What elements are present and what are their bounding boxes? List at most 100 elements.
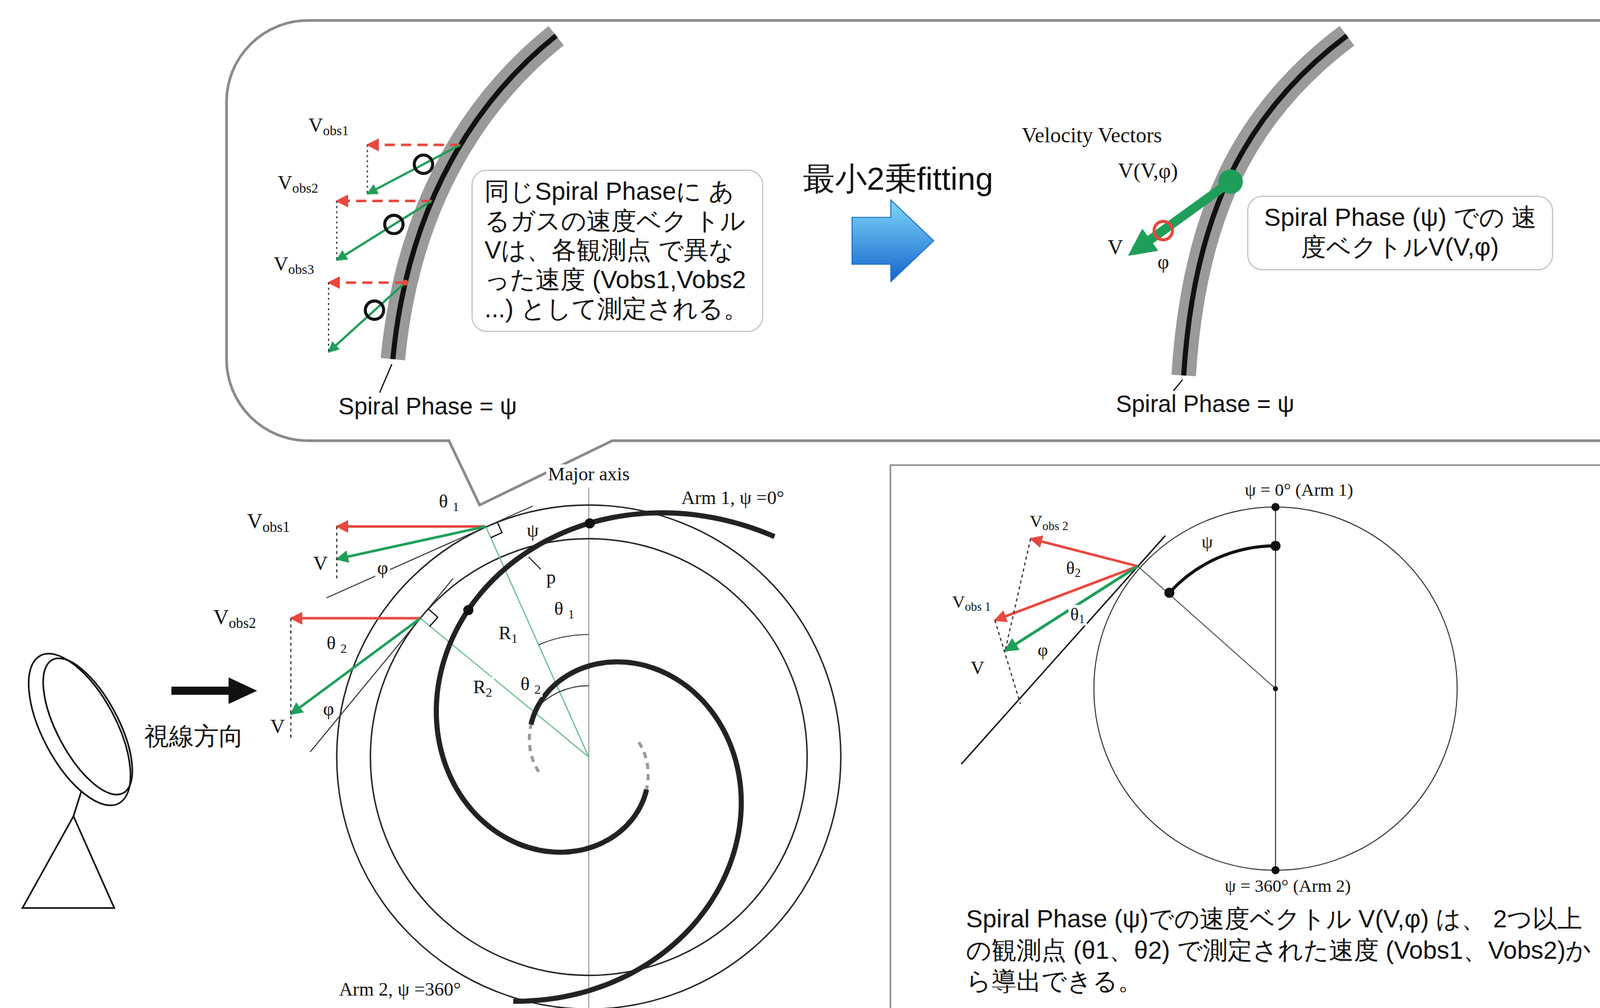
diagram-label: Vobs3: [271, 253, 316, 277]
observed-vectors: [384, 215, 404, 234]
observed-vectors: [336, 201, 338, 261]
diagram-label: V: [969, 658, 987, 679]
note-box: 同じSpiral Phaseに あるガスの速度ベク トルVは、各観測点 で異なっ…: [471, 169, 764, 333]
diagram-label: V: [1106, 236, 1125, 260]
galaxy-geometry: [310, 578, 454, 753]
galaxy-geometry: [336, 526, 338, 580]
phase-circle: [1273, 686, 1279, 692]
diagram-label: θ2: [1064, 558, 1083, 580]
diagram-label: 最小2乗fitting: [801, 161, 996, 196]
observed-vectors: [336, 201, 432, 261]
spiral-arms: [436, 512, 775, 1002]
note-text: Spiral Phase (ψ) での 速度ベクトルV(V,φ): [1260, 202, 1541, 262]
galaxy-geometry: [290, 618, 421, 715]
phase-circle: [961, 502, 1458, 875]
note-text: 同じSpiral Phaseに あるガスの速度ベク トルVは、各観測点 で異なっ…: [484, 176, 751, 324]
radio-telescope: [22, 816, 115, 909]
subscript: 2: [1074, 566, 1081, 580]
illustration: [7, 20, 1600, 1008]
diagram-label: ψ = 360° (Arm 2): [1222, 876, 1353, 896]
diagram-label: Vobs2: [275, 171, 320, 196]
galaxy-geometry: [336, 526, 486, 560]
diagram-label: V(V,φ): [1116, 160, 1180, 183]
explanation-panel: Spiral Phase (ψ)での速度ベクトル V(V,φ) は、 2つ以上の…: [889, 464, 1600, 1008]
observed-vectors: [365, 301, 384, 320]
diagram-label: R2: [471, 677, 494, 700]
phase-circle: [961, 535, 1166, 764]
diagram-label: φ: [1036, 640, 1050, 660]
phase-circle: [1271, 866, 1280, 875]
observed-vectors: [327, 282, 330, 353]
subscript: 2: [340, 641, 347, 656]
phase-circle: [1094, 507, 1458, 871]
observed-vectors: [328, 281, 406, 284]
diagram-label: φ: [375, 558, 390, 579]
diagram-label: θ1: [1068, 604, 1088, 627]
note-box: Spiral Phase (ψ) での 速度ベクトルV(V,φ): [1247, 195, 1554, 271]
line-of-sight-arrow: [171, 686, 233, 696]
block-arrow: [852, 199, 935, 282]
line-of-sight-arrow: [228, 677, 257, 705]
diagram-label: Vobs 2: [1027, 511, 1070, 534]
diagram-label: V: [311, 552, 330, 575]
spiral-arm: [436, 512, 775, 853]
diagram-label: Vobs 1: [950, 592, 993, 614]
phase-circle: [1030, 539, 1139, 567]
phase-circle: [1005, 539, 1031, 652]
line-of-sight-arrow: [171, 677, 258, 705]
subscript: obs 2: [1042, 519, 1069, 533]
subscript: obs2: [292, 180, 319, 196]
diagram-label: ψ: [1199, 532, 1215, 552]
galaxy-geometry: [326, 505, 534, 598]
radio-telescope: [7, 638, 152, 909]
observed-vectors: [328, 144, 461, 352]
observed-vectors: [414, 155, 433, 174]
phase-circle: [1270, 540, 1281, 551]
subscript: obs3: [288, 262, 315, 278]
callout-panel: [226, 20, 1600, 505]
observed-vectors: [336, 199, 432, 203]
diagram-label: Vobs2: [211, 606, 258, 631]
subscript: 2: [534, 682, 541, 697]
diagram-label: φ: [1155, 251, 1172, 273]
caption-text: Spiral Phase (ψ)での速度ベクトル V(V,φ) は、 2つ以上の…: [966, 903, 1595, 998]
galaxy-geometry: [588, 487, 590, 1008]
diagram-label: Velocity Vectors: [1020, 124, 1164, 148]
diagram-label: Major axis: [546, 464, 632, 485]
subscript: 1: [452, 499, 460, 515]
subscript: obs 1: [964, 600, 991, 614]
observed-vectors: [328, 282, 406, 353]
galaxy-geometry: [290, 617, 421, 620]
observed-vectors: [402, 279, 409, 286]
galaxy-geometry: [290, 487, 841, 1008]
spiral-arm-segment: [1134, 181, 1231, 251]
diagram-label: θ 1: [437, 492, 461, 515]
observed-vectors: [367, 143, 461, 146]
diagram-label: ψ = 0° (Arm 1): [1242, 480, 1356, 500]
spiral-arm-segment: [1218, 169, 1243, 194]
diagram-label: Arm 1, ψ =0°: [679, 488, 787, 509]
radio-telescope: [25, 645, 151, 808]
galaxy-geometry: [336, 525, 486, 528]
subscript: 1: [1078, 612, 1085, 626]
phase-circle: [1164, 587, 1175, 598]
diagram-label: Vobs1: [244, 510, 292, 535]
galaxy-geometry: [539, 634, 589, 645]
subscript: obs1: [322, 123, 349, 139]
subscript: obs1: [262, 518, 290, 535]
diagram-label: θ 2: [518, 674, 543, 697]
diagram-label: Spiral Phase = ψ: [336, 393, 519, 419]
subscript: 2: [485, 685, 493, 700]
diagram-label: ψ: [524, 520, 541, 541]
spiral-arm: [638, 742, 649, 790]
phase-circle: [995, 620, 1021, 704]
diagram-label: Vobs1: [306, 115, 351, 139]
spiral-arm-segment: [379, 364, 392, 393]
radio-telescope: [7, 638, 152, 821]
galaxy-geometry: [528, 556, 541, 570]
diagram-label: R1: [496, 623, 520, 646]
spiral-arm-segment: [1154, 221, 1173, 240]
diagram-label: Spiral Phase = ψ: [1114, 391, 1297, 417]
spiral-arm-segment: [1173, 379, 1183, 391]
